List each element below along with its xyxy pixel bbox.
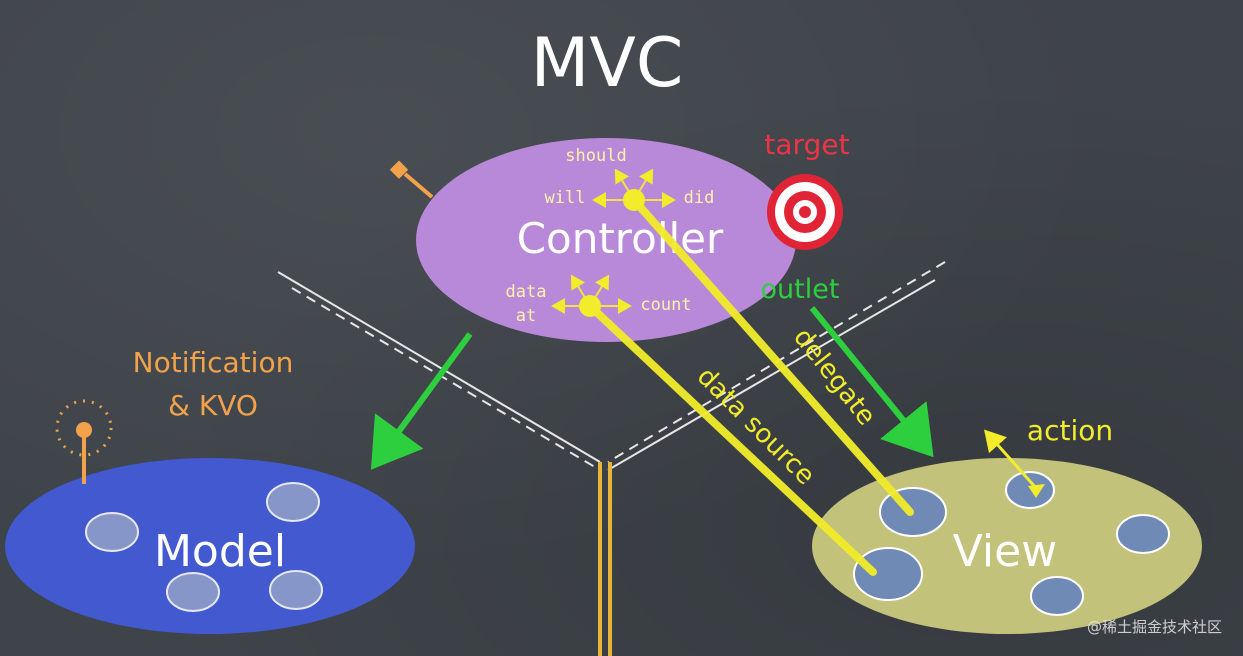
- hook-count: count: [640, 295, 691, 315]
- target-icon: [767, 174, 843, 250]
- action-arrow: [984, 429, 1045, 498]
- delegate-hooks-hub: should will did: [545, 146, 715, 211]
- controller-label: Controller: [517, 214, 724, 263]
- watermark: @稀土掘金技术社区: [1087, 618, 1222, 636]
- action-label: action: [1027, 414, 1113, 447]
- datasource-line: [586, 302, 877, 576]
- model-label: Model: [154, 526, 286, 577]
- notification-label-line2: & KVO: [168, 389, 258, 422]
- view-label: View: [953, 526, 1057, 577]
- model-subviews: [85, 482, 323, 612]
- diagram-title: MVC: [531, 24, 684, 103]
- separator-double-yellow: [598, 462, 612, 656]
- target-label: target: [764, 128, 849, 161]
- outlet-label: outlet: [761, 274, 840, 305]
- controller-ellipse: [416, 138, 796, 342]
- delegate-line: [630, 196, 914, 516]
- outlet-arrow: [809, 306, 934, 458]
- notification-label-line1: Notification: [133, 346, 294, 379]
- datasource-label: data source: [691, 362, 821, 492]
- datasource-hooks-hub: data at count: [506, 274, 692, 326]
- hook-data: data: [506, 282, 547, 302]
- model-antenna: [55, 399, 113, 484]
- controller-to-model-arrow: [370, 332, 473, 470]
- hook-at: at: [516, 306, 536, 326]
- controller-antenna: [389, 160, 434, 199]
- hook-will: will: [545, 188, 586, 208]
- hook-should: should: [565, 146, 626, 166]
- hook-did: did: [684, 188, 715, 208]
